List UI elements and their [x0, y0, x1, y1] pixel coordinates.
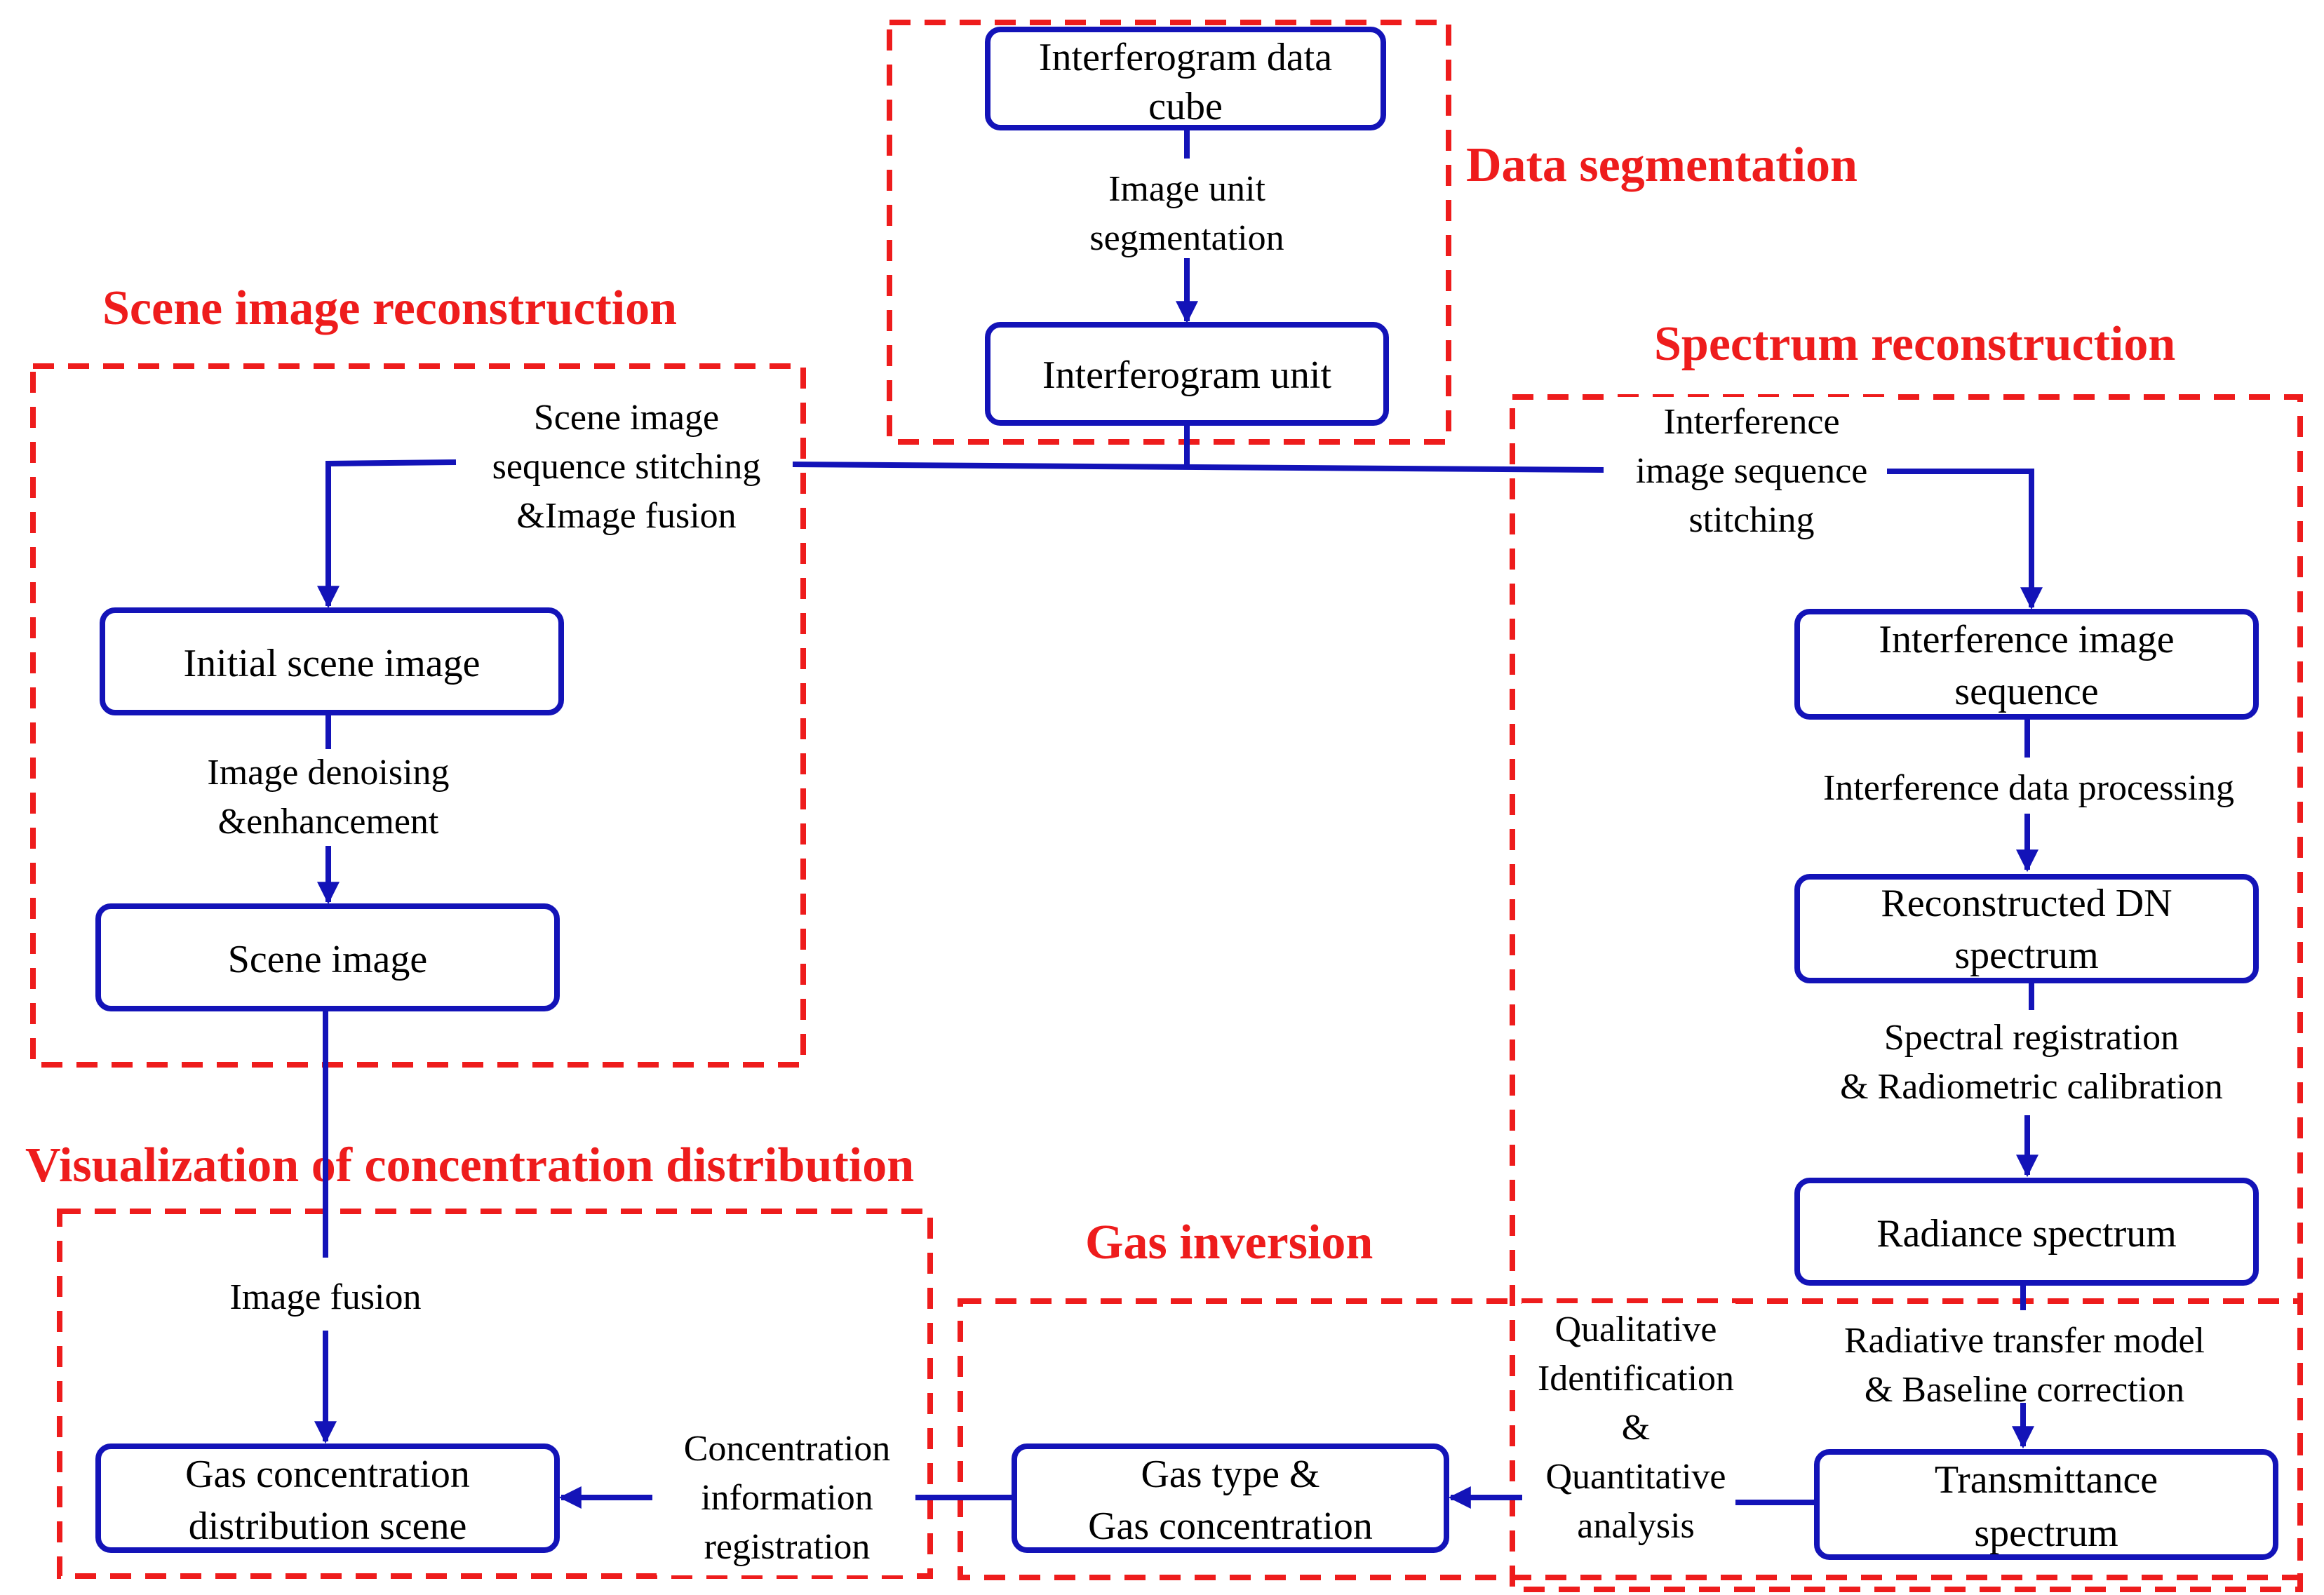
node-reconstructed-dn-spectrum-line-1: Reconstructed DN: [1881, 882, 2172, 925]
edge-label-interference-stitching-line-2: image sequence: [1636, 451, 1868, 491]
edge-label-qualitative: Qualitative Identification & Quantitativ…: [1538, 1310, 1734, 1546]
region-gas-inversion: [958, 1298, 2303, 1580]
node-interferogram-data-cube: Interferogram data cube: [985, 27, 1386, 130]
node-interferogram-data-cube-line-2: cube: [1148, 85, 1223, 128]
node-transmittance-spectrum-line-1: Transmittance: [1935, 1458, 2158, 1502]
edge-label-scene-stitching-line-3: &Image fusion: [516, 496, 736, 536]
edge-label-qualitative-line-2: Identification: [1538, 1359, 1734, 1399]
edge-label-scene-stitching: Scene image sequence stitching &Image fu…: [492, 398, 761, 536]
node-interference-image-sequence-line-1: Interference image: [1879, 618, 2174, 661]
edge-label-qualitative-line-5: analysis: [1577, 1506, 1695, 1546]
node-gas-concentration-scene: Gas concentration distribution scene: [95, 1443, 560, 1553]
edge-label-interference-processing-line-1: Interference data processing: [1823, 768, 2234, 808]
node-gas-concentration-scene-line-1: Gas concentration: [185, 1453, 470, 1496]
node-radiance-spectrum-line-1: Radiance spectrum: [1876, 1212, 2177, 1256]
region-spectrum-reconstruction: [1510, 394, 2303, 1592]
edge-label-qualitative-line-1: Qualitative: [1554, 1310, 1717, 1350]
edge-label-scene-stitching-line-1: Scene image: [534, 398, 719, 438]
node-interference-image-sequence-line-2: sequence: [1954, 670, 2098, 713]
edge-label-concentration-registration: Concentration information registration: [684, 1429, 891, 1567]
edge-split-horizontal: [792, 462, 1610, 473]
label-mask-concentration: [657, 1420, 912, 1575]
edge-label-concentration-registration-line-1: Concentration: [684, 1429, 891, 1469]
node-scene-image: Scene image: [95, 903, 560, 1011]
node-scene-image-line-1: Scene image: [228, 938, 428, 981]
label-mask-scene-stitching: [463, 390, 791, 544]
edge-label-image-fusion: Image fusion: [230, 1277, 422, 1317]
edge-label-denoising-line-1: Image denoising: [207, 753, 449, 793]
node-gas-type-concentration: Gas type & Gas concentration: [1012, 1443, 1449, 1553]
edge-label-image-unit-segmentation: Image unit segmentation: [1089, 169, 1284, 258]
edge-label-image-fusion-line-1: Image fusion: [230, 1277, 422, 1317]
edge-label-concentration-registration-line-3: registration: [704, 1527, 871, 1567]
node-reconstructed-dn-spectrum-line-2: spectrum: [1954, 934, 2098, 977]
title-scene-image-reconstruction: Scene image reconstruction: [102, 281, 677, 335]
edge-label-interference-stitching: Interference image sequence stitching: [1636, 402, 1868, 540]
edge-label-qualitative-line-3: &: [1622, 1408, 1650, 1448]
node-interference-image-sequence: Interference image sequence: [1794, 609, 2259, 720]
node-gas-type-concentration-line-2: Gas concentration: [1088, 1505, 1373, 1548]
title-spectrum-reconstruction: Spectrum reconstruction: [1654, 317, 2175, 371]
edge-label-interference-stitching-line-3: stitching: [1688, 500, 1814, 540]
edge-label-image-unit-segmentation-line-1: Image unit: [1108, 169, 1265, 209]
node-transmittance-spectrum-line-2: spectrum: [1974, 1512, 2118, 1555]
edge-label-radiative-transfer-line-2: & Baseline correction: [1865, 1370, 2184, 1410]
edge-label-spectral-registration: Spectral registration & Radiometric cali…: [1840, 1018, 2223, 1107]
node-reconstructed-dn-spectrum: Reconstructed DN spectrum: [1794, 874, 2259, 983]
edge-label-interference-stitching-line-1: Interference: [1663, 402, 1839, 442]
title-gas-inversion: Gas inversion: [1085, 1216, 1373, 1270]
node-interferogram-unit-line-1: Interferogram unit: [1042, 354, 1331, 397]
node-initial-scene-image: Initial scene image: [100, 607, 564, 715]
node-radiance-spectrum: Radiance spectrum: [1794, 1178, 2259, 1286]
edge-label-radiative-transfer-line-1: Radiative transfer model: [1844, 1321, 2205, 1361]
node-initial-scene-image-line-1: Initial scene image: [184, 642, 481, 685]
edge-label-interference-processing: Interference data processing: [1823, 768, 2234, 808]
edge-label-radiative-transfer: Radiative transfer model & Baseline corr…: [1844, 1321, 2205, 1410]
region-visualization: [57, 1209, 933, 1579]
node-interferogram-data-cube-line-1: Interferogram data: [1039, 36, 1332, 79]
label-mask-qualitative: [1522, 1303, 1735, 1553]
title-data-segmentation: Data segmentation: [1466, 138, 1858, 192]
label-mask-interference-stitching: [1604, 397, 1887, 544]
edge-label-qualitative-line-4: Quantitative: [1545, 1457, 1726, 1497]
node-gas-type-concentration-line-1: Gas type &: [1141, 1453, 1319, 1496]
edge-label-scene-stitching-line-2: sequence stitching: [492, 447, 761, 487]
edge-label-concentration-registration-line-2: information: [701, 1478, 873, 1518]
title-visualization: Visualization of concentration distribut…: [25, 1138, 914, 1192]
edge-label-spectral-registration-line-2: & Radiometric calibration: [1840, 1067, 2223, 1107]
node-interferogram-unit: Interferogram unit: [985, 322, 1389, 426]
node-transmittance-spectrum: Transmittance spectrum: [1814, 1449, 2278, 1560]
edge-label-spectral-registration-line-1: Spectral registration: [1884, 1018, 2179, 1058]
edge-label-denoising: Image denoising &enhancement: [207, 753, 449, 842]
node-gas-concentration-scene-line-2: distribution scene: [189, 1505, 467, 1548]
edge-label-image-unit-segmentation-line-2: segmentation: [1089, 218, 1284, 258]
edge-to-initial-scene: [317, 459, 457, 609]
edge-label-denoising-line-2: &enhancement: [218, 802, 439, 842]
edge-to-interference-sequence: [1883, 469, 2043, 610]
